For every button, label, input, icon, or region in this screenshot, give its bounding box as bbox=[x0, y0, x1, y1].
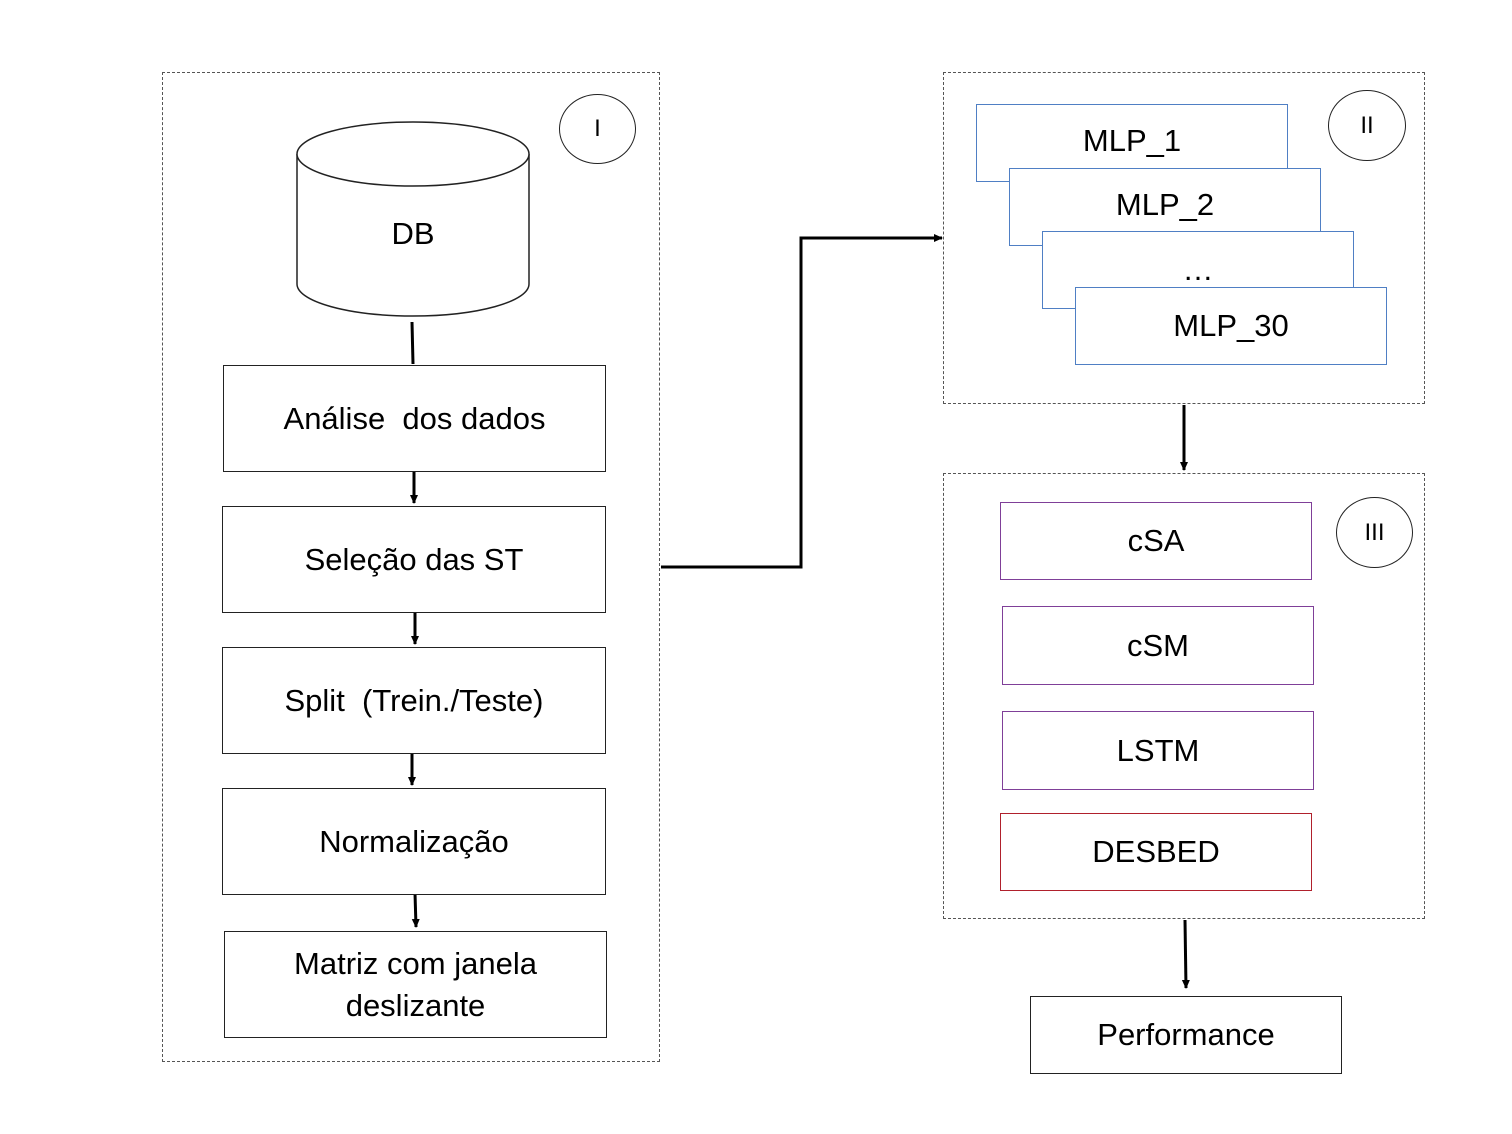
panel-badge-ii: II bbox=[1328, 90, 1406, 161]
model-mlp-30: MLP_30 bbox=[1075, 287, 1387, 365]
combiner-csm: cSM bbox=[1002, 606, 1314, 685]
database-cylinder-icon bbox=[296, 121, 530, 317]
step-split-treino-teste: Split (Trein./Teste) bbox=[222, 647, 606, 754]
panel-preprocessing bbox=[162, 72, 660, 1062]
step-normalizacao: Normalização bbox=[222, 788, 606, 895]
database-label: DB bbox=[391, 216, 435, 251]
panel-models bbox=[943, 72, 1425, 404]
step-analise-dos-dados: Análise dos dados bbox=[223, 365, 606, 472]
combiner-lstm: LSTM bbox=[1002, 711, 1314, 790]
output-performance: Performance bbox=[1030, 996, 1342, 1074]
arrow-normalizacao-to-matriz bbox=[411, 892, 420, 928]
panel-combiners bbox=[943, 473, 1425, 919]
database: DB bbox=[295, 118, 531, 320]
arrow-panel3-to-performance bbox=[1181, 919, 1190, 989]
panel-badge-i: I bbox=[559, 94, 636, 164]
arrow-panel1-to-panel2 bbox=[661, 234, 943, 569]
combiner-csa: cSA bbox=[1000, 502, 1312, 580]
panel-badge-iii: III bbox=[1336, 497, 1413, 568]
combiner-desbed: DESBED bbox=[1000, 813, 1312, 891]
arrow-db-to-analise bbox=[410, 321, 415, 365]
step-matriz-janela-deslizante: Matriz com janela deslizante bbox=[224, 931, 607, 1038]
step-selecao-das-st: Seleção das ST bbox=[222, 506, 606, 613]
